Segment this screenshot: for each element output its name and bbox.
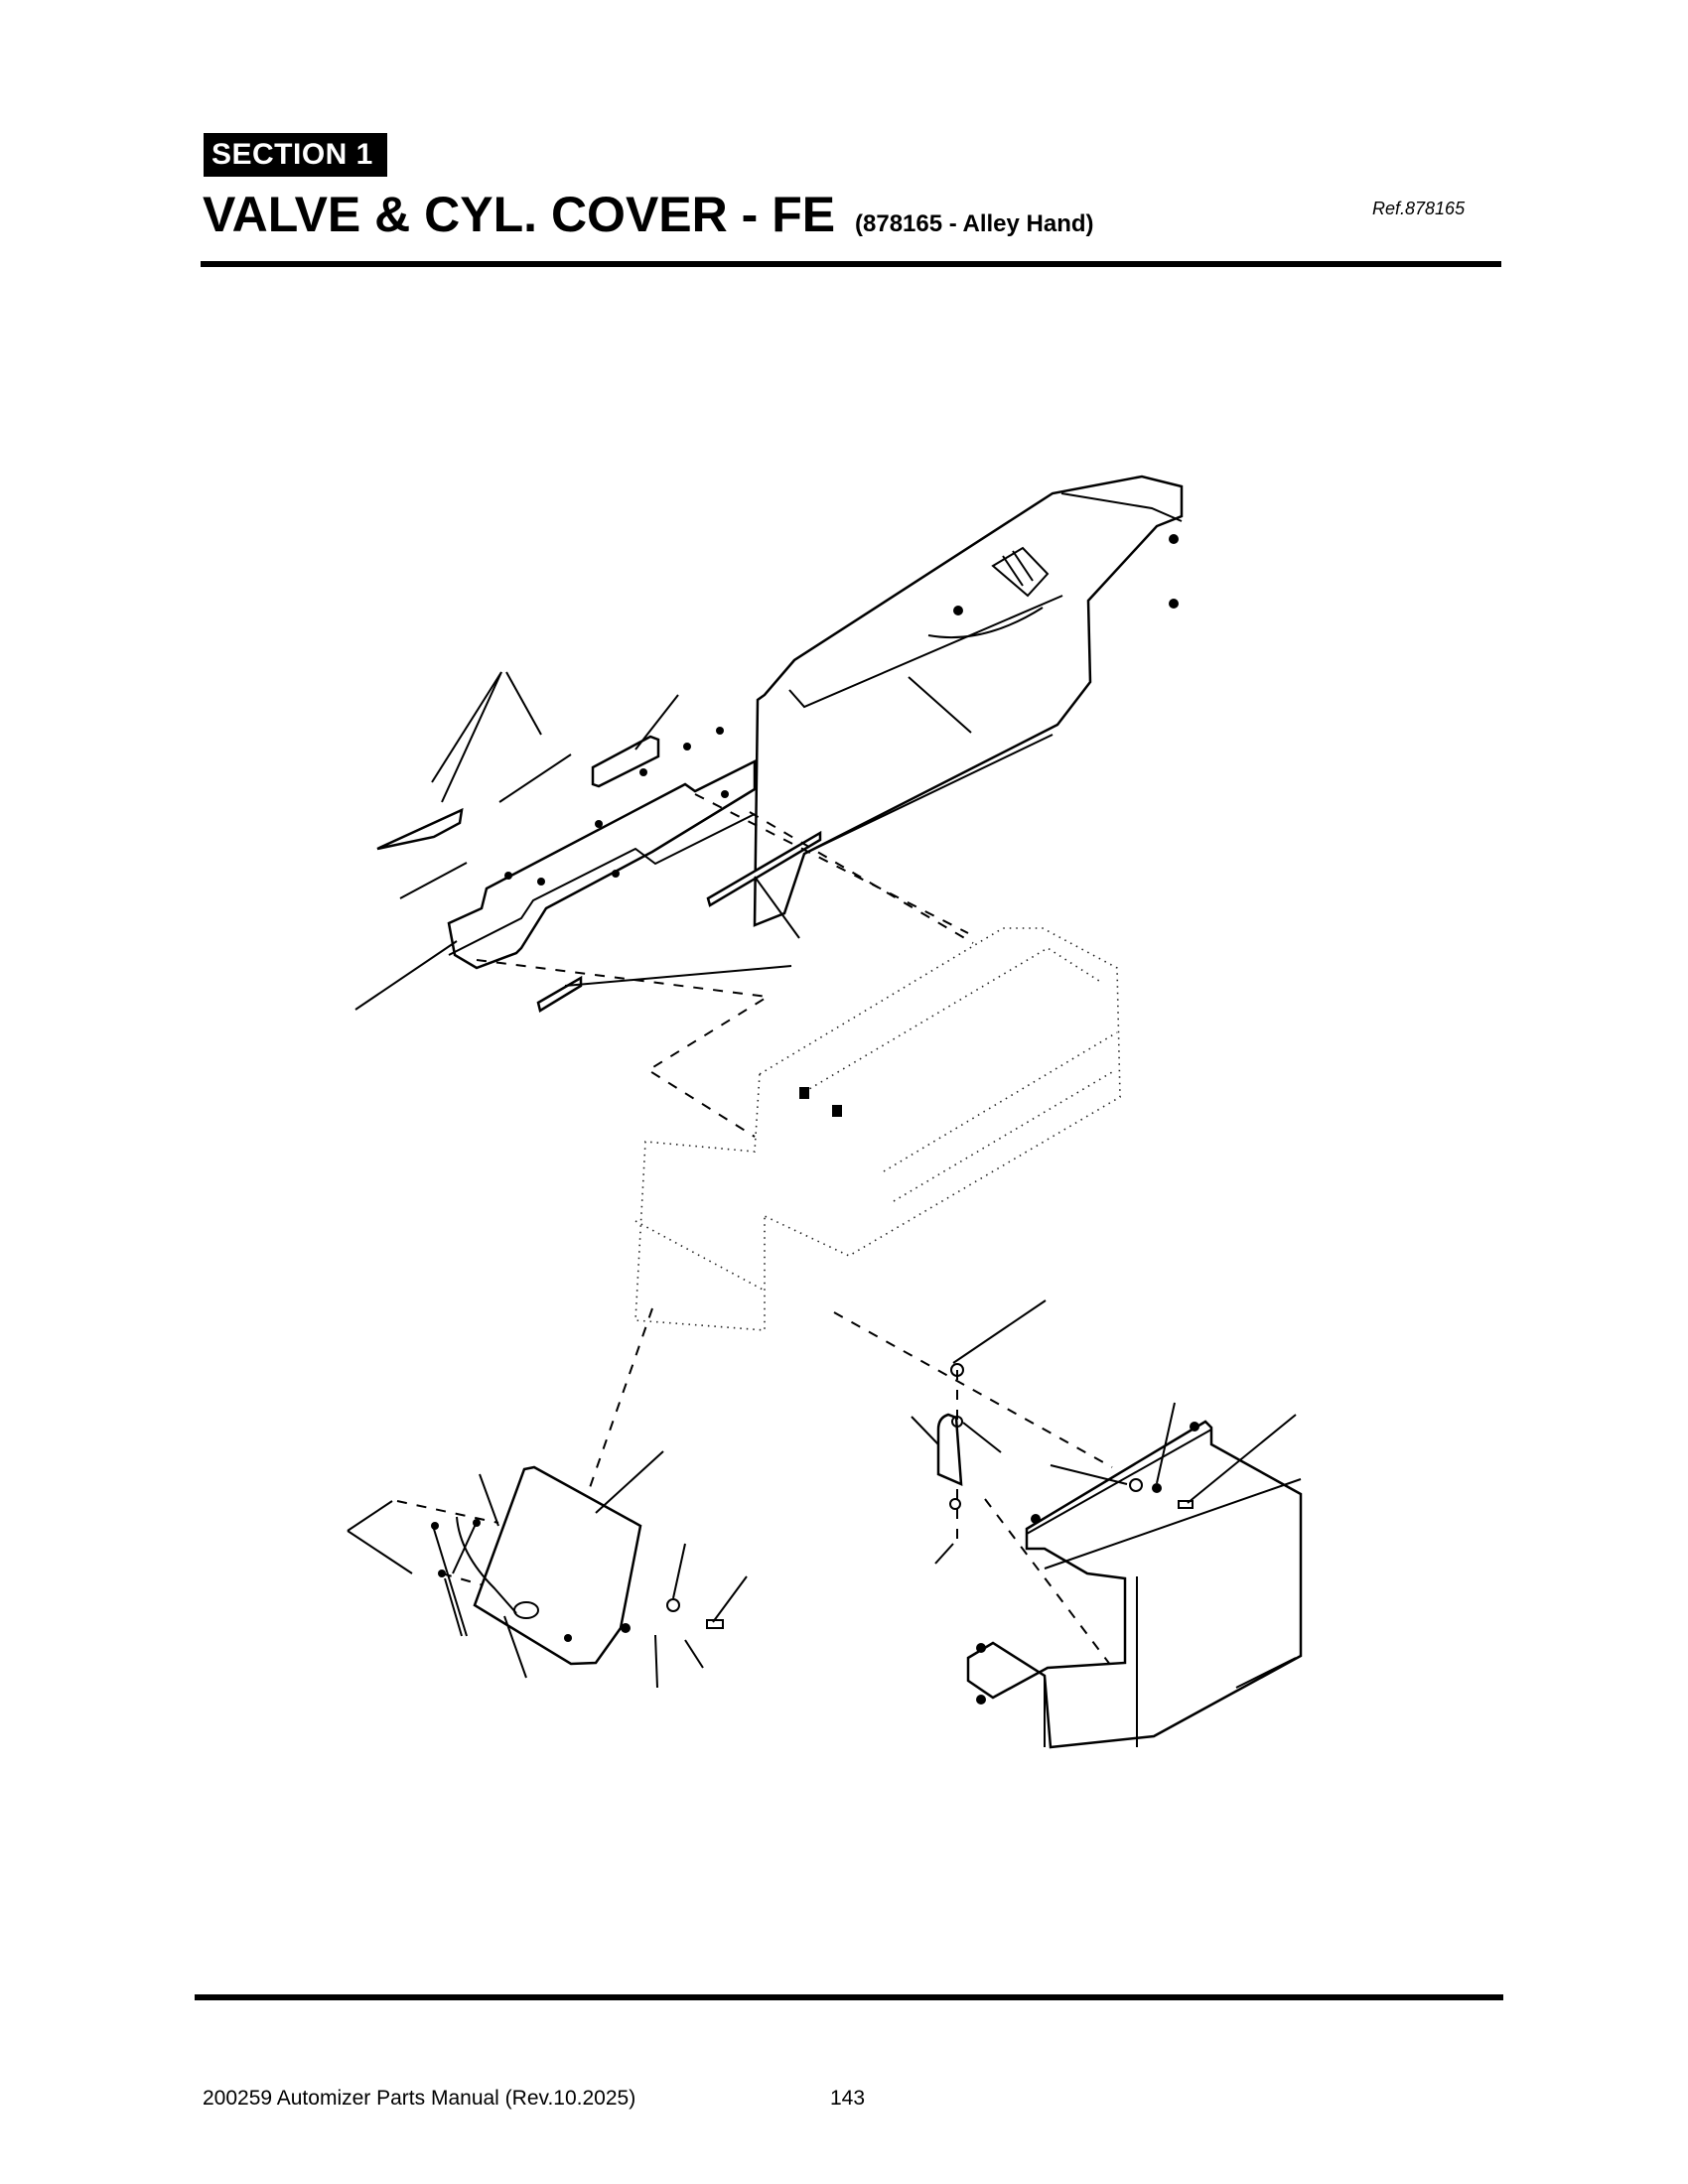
pad-part [591,735,660,788]
bracket-part [936,1363,964,1510]
manual-title: 200259 Automizer Parts Manual (Rev.10.20… [203,2087,636,2110]
header-divider [201,261,1501,267]
cylinder-cover-part [966,1420,1303,1749]
wedge-part [376,807,464,851]
upper-cover-part [753,475,1184,927]
page-number: 143 [830,2087,866,2110]
title-subtitle: (878165 - Alley Hand) [855,210,1094,237]
strip-part [706,830,822,907]
machine-body-outline [634,927,1121,1331]
footer-divider [195,1994,1503,2000]
channel-part [447,727,757,970]
small-strip-part [536,975,583,1013]
leader-lines-lower-right [911,1299,1297,1689]
title-main: VALVE & CYL. COVER - FE [203,187,836,242]
leader-lines-upper [354,671,800,1011]
valve-cover-plate [431,1465,724,1666]
leader-lines-lower-left [347,1450,748,1689]
section-badge: SECTION 1 [204,133,387,177]
reference-number: Ref.878165 [1372,199,1466,218]
page-title: VALVE & CYL. COVER - FE (878165 - Alley … [203,187,1094,252]
